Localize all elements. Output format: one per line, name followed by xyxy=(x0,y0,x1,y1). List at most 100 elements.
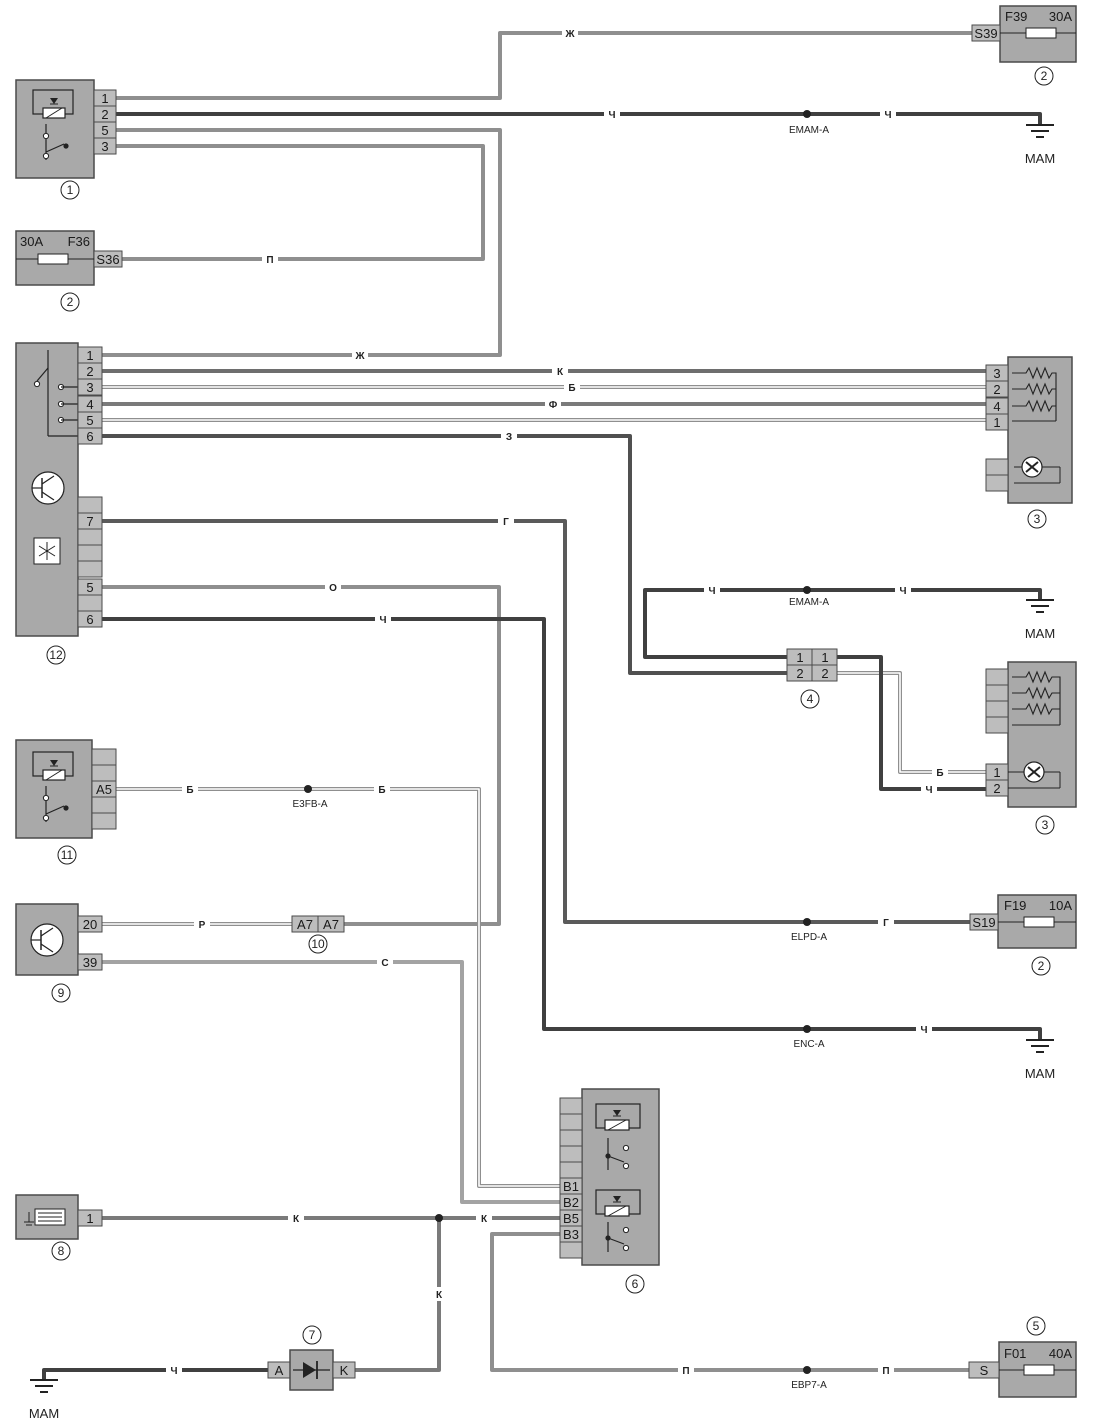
wire-module12-pin6b-ground xyxy=(102,617,1042,1040)
wire-label-ch: Ч xyxy=(708,586,715,597)
pin-number: 1 xyxy=(796,650,803,665)
component-unit-9: 20 39 9 xyxy=(15,903,103,1003)
resistor-icon xyxy=(1012,366,1057,422)
relay-coil-icon xyxy=(32,751,74,822)
pin-number: 3 xyxy=(101,139,108,154)
wire-label-b: Б xyxy=(936,768,943,779)
component-relay-block-6: B1 B2 B5 B3 6 xyxy=(559,1088,660,1294)
splice-enc xyxy=(803,1025,811,1033)
component-heater-fan-3-bottom: 1 2 3 xyxy=(985,661,1077,835)
wire-label-p: П xyxy=(682,1366,689,1377)
connector-names: EMAM-A EMAM-A E3FB-A ELPD-A ENC-A EBP7-A xyxy=(292,125,829,1391)
fuse-slot: S19 xyxy=(972,915,995,930)
fuse-rating: 40A xyxy=(1049,1346,1072,1361)
fuse-id: F19 xyxy=(1004,898,1026,913)
fuse-id: F39 xyxy=(1005,9,1027,24)
wire-label-g: Г xyxy=(883,918,889,929)
wire-label-zh: Ж xyxy=(564,29,575,40)
wire-connector4-ground xyxy=(643,588,1042,659)
wire-color-labels: Ж Ч Ч П Ж К Б Ф З Г О Ч Ч Ч Б Ч Б Б Р Г … xyxy=(166,27,948,1377)
wire-junction-diode7 xyxy=(355,1218,441,1372)
wire-label-o: О xyxy=(329,583,337,594)
switch-icon xyxy=(33,350,78,437)
wire-module12-pin7-f19 xyxy=(102,519,970,924)
pin-number: B5 xyxy=(563,1211,579,1226)
wire-module12-pin6-connector4 xyxy=(102,434,787,675)
pin-number: 1 xyxy=(993,765,1000,780)
wire-label-ch: Ч xyxy=(608,110,615,121)
component-fuse-f39: S39 F39 30A 2 xyxy=(971,5,1077,86)
component-unit-8: 1 8 xyxy=(15,1194,103,1261)
fuse-icon xyxy=(1025,27,1057,39)
wire-label-ch: Ч xyxy=(170,1366,177,1377)
splice-emam-middle xyxy=(803,586,811,594)
component-number: 8 xyxy=(58,1244,65,1258)
wire-relay1-pin5-module12-pin1 xyxy=(102,128,502,357)
transistor-icon xyxy=(31,471,65,505)
wire-label-ch: Ч xyxy=(920,1025,927,1036)
pin-number: 7 xyxy=(86,514,93,529)
ground-label: MAM xyxy=(1025,626,1055,641)
pin-number: 5 xyxy=(86,580,93,595)
component-number: 2 xyxy=(1041,69,1048,83)
connector-name-elpd: ELPD-A xyxy=(791,932,827,943)
component-connector-4: 1 1 2 2 4 xyxy=(786,648,838,709)
ground-symbol: MAM xyxy=(29,1379,59,1421)
ground-symbol: MAM xyxy=(1025,124,1055,166)
pin-number: 4 xyxy=(86,397,93,412)
pin-number: 1 xyxy=(821,650,828,665)
ground-label: MAM xyxy=(29,1406,59,1421)
fuse-id: F01 xyxy=(1004,1346,1026,1361)
pin-number: A5 xyxy=(96,782,112,797)
pin-number: 3 xyxy=(993,366,1000,381)
splice-points xyxy=(304,110,811,1374)
component-heater-fan-3-top: 3 2 4 1 3 xyxy=(985,356,1073,529)
component-fuse-f36: S36 30A F36 2 xyxy=(15,230,123,312)
fuse-icon xyxy=(1023,916,1055,928)
splice-ebp7 xyxy=(803,1366,811,1374)
pin-number: 1 xyxy=(101,91,108,106)
wires xyxy=(42,31,1042,1380)
component-number: 4 xyxy=(807,692,814,706)
fuse-slot: S xyxy=(980,1363,989,1378)
diode-icon xyxy=(293,1361,330,1379)
connector-name-ebp7: EBP7-A xyxy=(791,1380,827,1391)
pin-number: 4 xyxy=(993,399,1000,414)
fuse-rating: 30A xyxy=(1049,9,1072,24)
fuse-icon xyxy=(37,253,69,265)
wire-connector4-motor-pin2 xyxy=(837,655,986,791)
component-connector-10: A7 A7 10 xyxy=(291,915,345,954)
wire-connector4-motor-pin1 xyxy=(837,671,986,774)
wire-label-ch: Ч xyxy=(925,785,932,796)
pin-number: 1 xyxy=(86,1211,93,1226)
fuse-rating: 10A xyxy=(1049,898,1072,913)
transistor-icon xyxy=(30,923,64,957)
pin-number: 2 xyxy=(993,382,1000,397)
fan-motor-icon xyxy=(1014,456,1061,484)
wire-module12-pin5b-connector10 xyxy=(102,585,501,926)
connector-name-e3fb: E3FB-A xyxy=(292,799,327,810)
ground-label: MAM xyxy=(1025,151,1055,166)
component-number: 11 xyxy=(61,848,74,862)
splice-emam-top xyxy=(803,110,811,118)
component-diode-7: A K 7 xyxy=(267,1325,356,1391)
wire-relay1-pin2-ground xyxy=(116,112,1042,125)
pin-number: 5 xyxy=(101,123,108,138)
component-control-module-12: 1 2 3 4 5 6 7 5 6 12 xyxy=(15,342,103,665)
pin-number: 20 xyxy=(83,917,97,932)
component-relay-1: 1 2 5 3 1 xyxy=(15,79,117,200)
pin-number: K xyxy=(340,1363,349,1378)
wire-label-b: Б xyxy=(568,383,575,394)
pin-number: 1 xyxy=(86,348,93,363)
fuse-id: F36 xyxy=(68,234,90,249)
wire-label-p: П xyxy=(882,1366,889,1377)
wire-relay1-pin3-f36 xyxy=(116,144,485,261)
wire-label-k: К xyxy=(293,1214,300,1225)
pin-number: 6 xyxy=(86,612,93,627)
wire-label-k: К xyxy=(557,367,564,378)
fuse-rating: 30A xyxy=(20,234,43,249)
connector-name-emam: EMAM-A xyxy=(789,597,829,608)
pin-number: 2 xyxy=(101,107,108,122)
component-number: 3 xyxy=(1034,512,1041,526)
